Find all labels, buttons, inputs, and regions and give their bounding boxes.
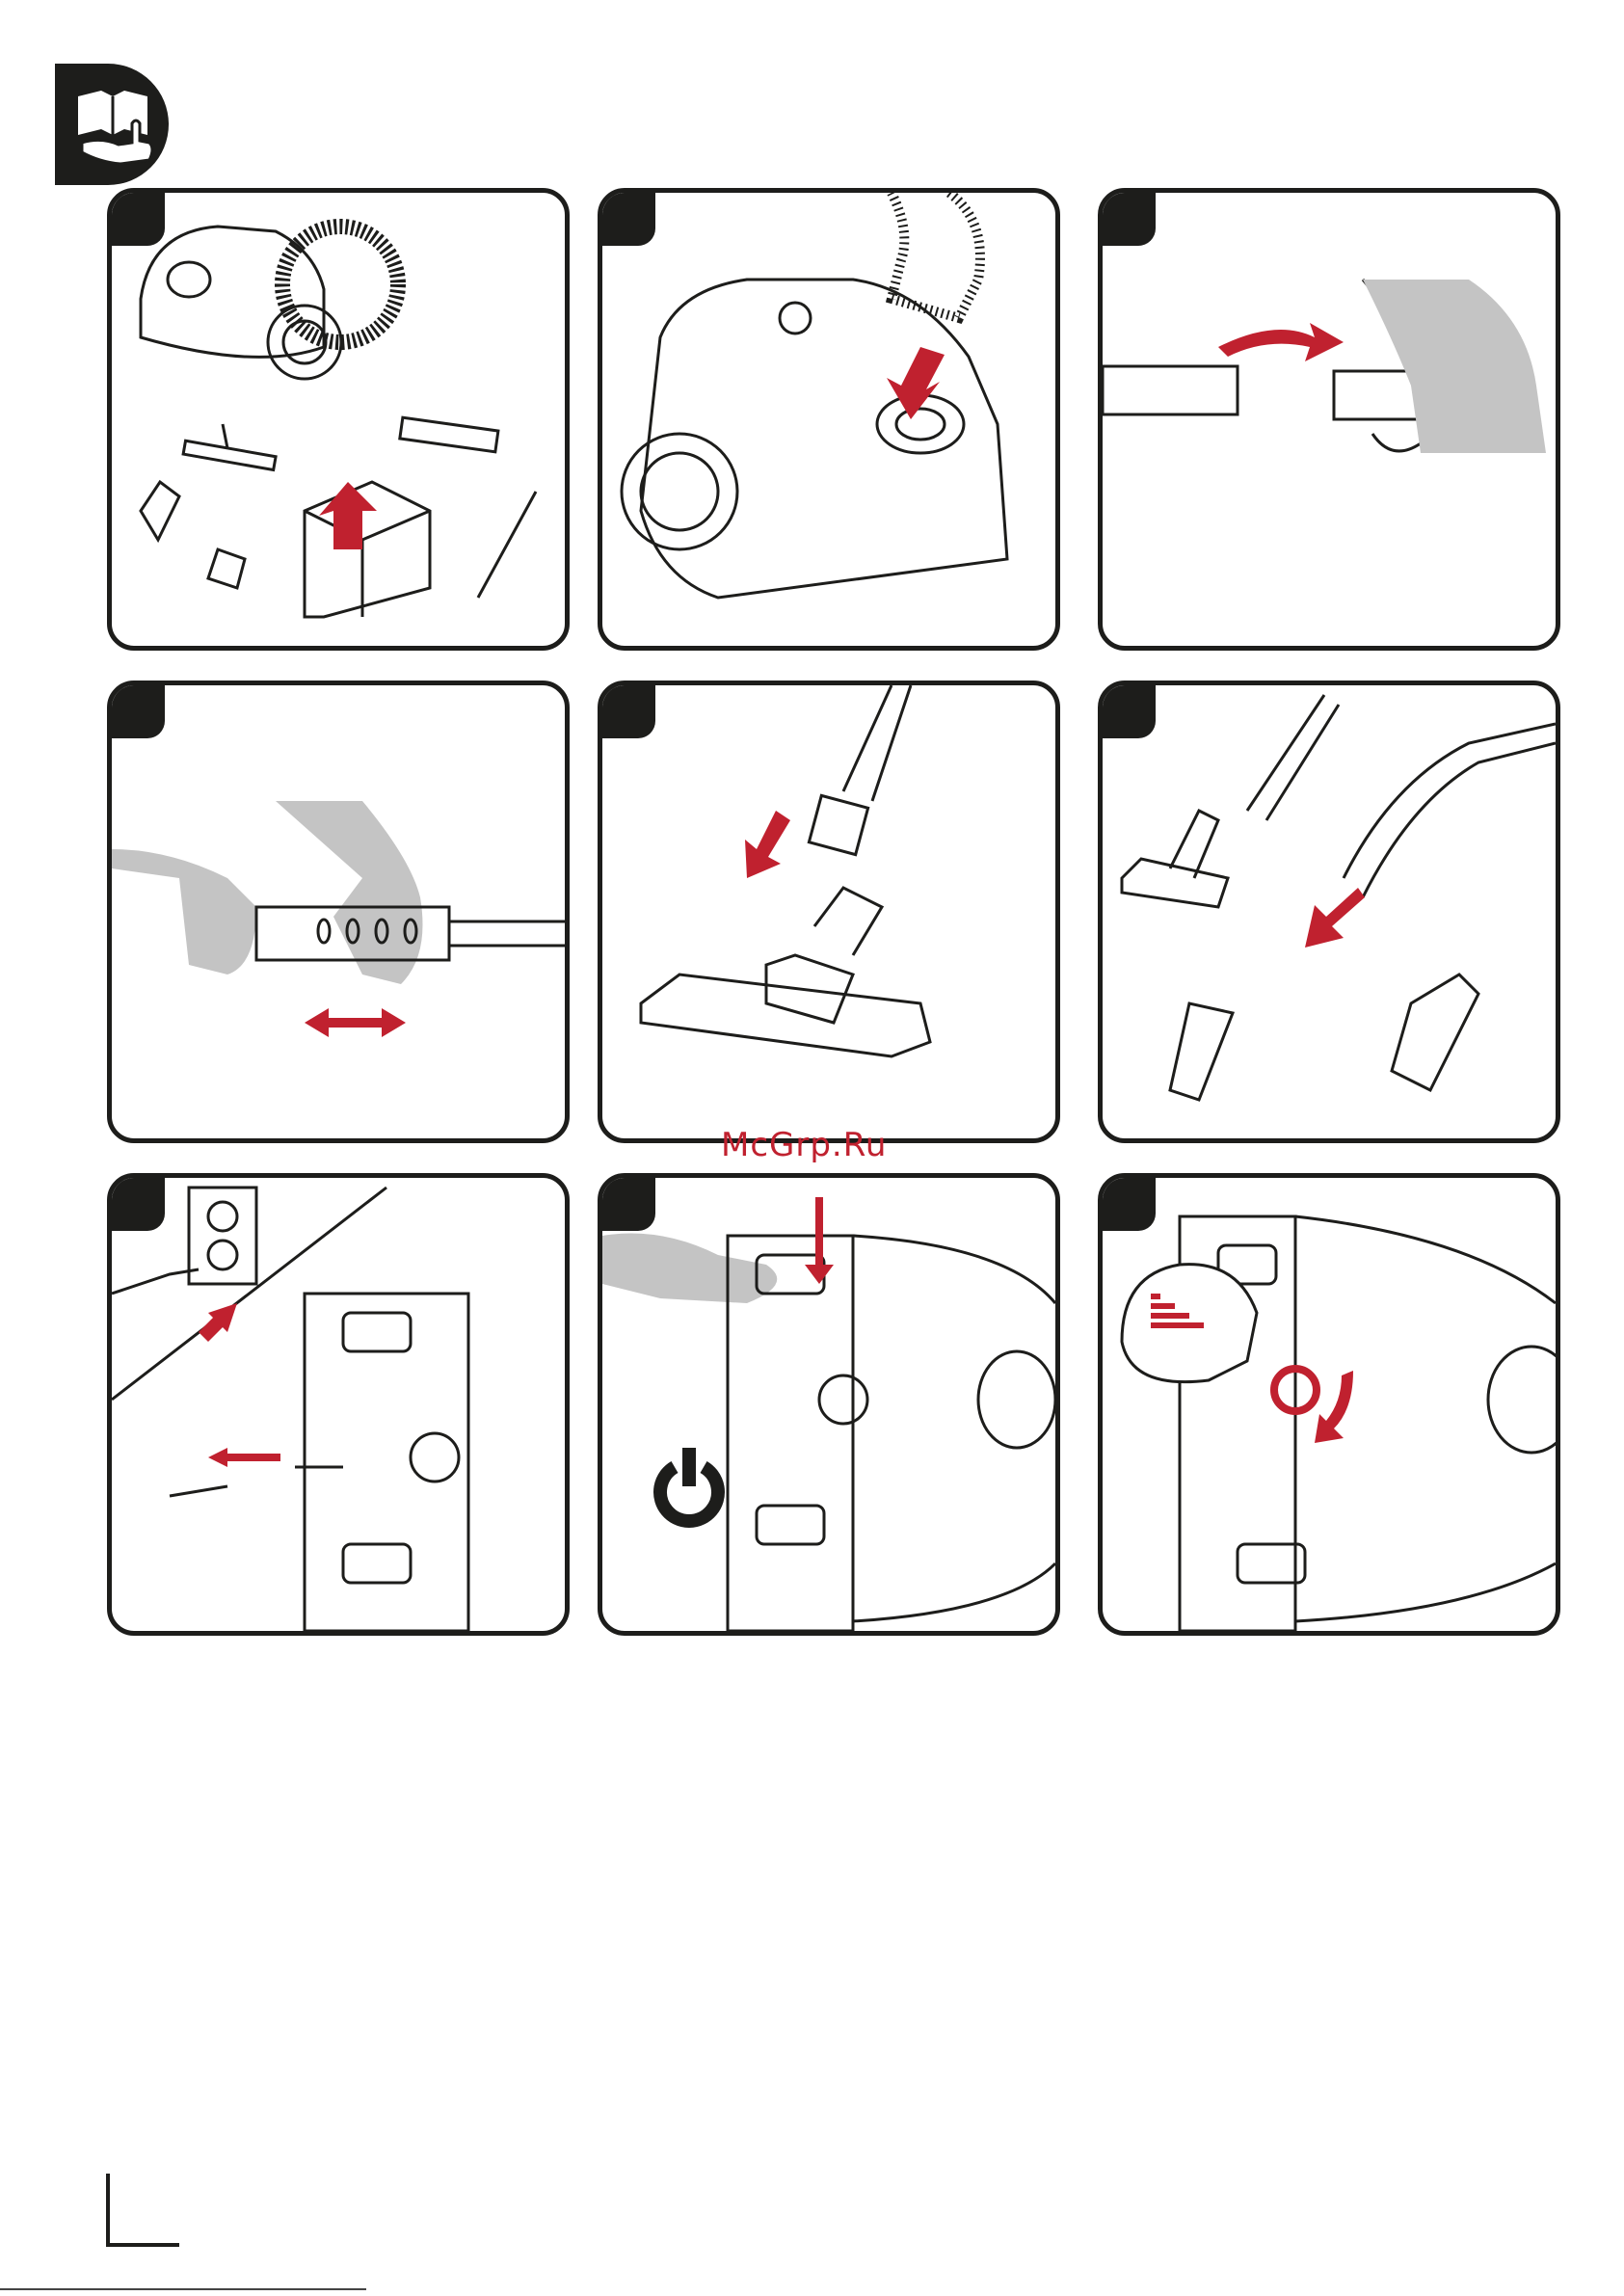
connect-pipe-illustration [1103,193,1556,646]
step-panel-4 [107,681,570,1143]
page-corner-mark [106,2174,179,2247]
watermark: McGrp.Ru [721,1126,887,1164]
telescopic-tube-illustration [112,685,565,1138]
plug-in-illustration [112,1178,565,1631]
section-badge [55,64,169,185]
step-panel-9 [1098,1173,1560,1636]
step-panel-8 [598,1173,1060,1636]
step-panel-6 [1098,681,1560,1143]
step-panel-3 [1098,188,1560,651]
accessory-nozzles-illustration [1103,685,1556,1138]
attach-hose-illustration [602,193,1055,646]
footer-line [0,2288,366,2290]
unpack-illustration [112,193,565,646]
step-panel-1 [107,188,570,651]
suction-control-illustration [1103,1178,1556,1631]
step-panel-2 [598,188,1060,651]
manual-hand-icon [72,85,159,168]
step-panel-5 [598,681,1060,1143]
step-panel-7 [107,1173,570,1636]
floor-nozzle-illustration [602,685,1055,1138]
power-button-illustration [602,1178,1055,1631]
